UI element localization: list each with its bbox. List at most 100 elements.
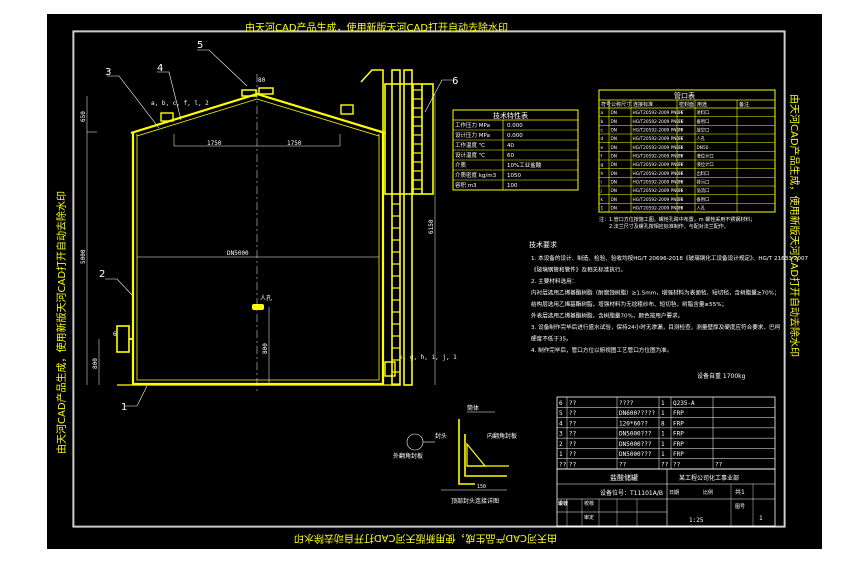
nozzle-cell: DN [611,154,618,160]
parts-cell: DN5000??? [619,441,652,448]
technical-notes: 技术要求 1. 本设备的设计、制造、检验、验收均按HG/T 20696-2018… [529,240,809,380]
nozzle-label-mid: 人孔 [260,294,272,302]
parts-cell: ?? [569,441,577,448]
parts-cell: FRP [673,441,684,448]
parts-cell: DN600????? [619,410,656,417]
nozzle-cell: HG/T20592-2009 PN0.6 [633,110,684,116]
nozzle-header: 符号 [601,101,611,108]
tb-cell: 审核 [558,500,568,507]
nozzle-cell: DN [611,136,618,142]
tb-cell: 设计 [558,500,568,507]
nozzle-cell: FF [679,154,684,160]
spec-value: 60 [507,153,514,159]
cad-drawing-canvas: 由天河CAD产品生成，使用新版天河CAD打开自动去除水印 由天河CAD产品生成，… [47,14,822,549]
nozzle-cell: 1 [601,206,604,212]
nozzle-cell: DN50 [697,145,709,151]
parts-cell: ???? [619,400,634,407]
parts-cell: DN5000??? [619,451,652,458]
watermark-top: 由天河CAD产品生成，使用新版天河CAD打开自动去除水印 [245,21,508,34]
notes-title: 技术要求 [529,240,557,249]
callout-leaders [105,49,452,407]
nozzle-cell: FF [679,128,684,134]
weight-note: 设备自重 1700kg [697,372,746,380]
parts-cell: ?? [569,431,577,438]
spec-value: 100 [507,183,518,189]
tb-cell: 比例 [703,489,713,496]
nozzle-cell: HG/T20592-2009 PN0.6 [633,206,684,212]
parts-cell: ?? [661,462,669,469]
parts-cell: FRP [673,451,684,458]
parts-cell: ?? [715,462,723,469]
callout-5: 5 [197,40,203,51]
nozzle-cell: 出料口 [697,170,710,177]
nozzle-cell: 人孔 [697,205,706,212]
dim-650: 650 [80,111,87,122]
nozzle-header: 密封面 [679,101,694,108]
note-line: 2. 主要材料选用： [531,277,577,285]
nozzle-note-2: 2.法兰尺寸及螺孔按相应标准制作，与配对法兰配作。 [609,223,729,230]
roof-joint-detail: 150 筒体 封头 内翻角封板 外翻角封板 顶部封头连接详图 [393,404,517,505]
cad-drawing: 由天河CAD产品生成，使用新版天河CAD打开自动去除水印 由天河CAD产品生成，… [55,21,809,545]
nozzle-header: 用途 [697,101,707,108]
parts-cell: ?? [569,462,577,469]
nozzle-cell: 放空口 [697,127,710,134]
nozzle-cell: a [601,111,604,116]
nozzle-cell: i [601,180,602,186]
note-line: 外表层选用乙烯基酯树脂，含树脂量70%，颜色按用户要求。 [531,312,683,320]
dim-1750-left: 1750 [207,140,222,147]
nozzle-cell: HG/T20592-2009 PN0.6 [633,171,684,177]
dim-6150: 6150 [428,219,435,234]
nozzle-cell: FF [679,119,684,125]
nozzle-cell: d [601,136,604,142]
roof-nozzle-left [160,112,174,122]
nozzle-header: 连接标准 [633,101,653,108]
parts-cell: 1 [661,451,665,458]
parts-cell: ?? [673,462,681,469]
tank-elevation: 1750 1750 80 DN5000 650 5000 800 800 615… [80,74,457,392]
parts-cell: 1 [661,441,665,448]
parts-cell: 120*60?? [619,420,648,427]
nozzle-cell: HG/T20592-2009 PN0.6 [633,136,684,142]
nozzle-cell: f [601,154,603,160]
detail-dim: 150 [477,484,486,490]
parts-cell: ?? [569,400,577,407]
spec-value: 40 [507,143,514,149]
parts-cell: ?? [559,462,567,469]
callout-4: 4 [157,63,163,74]
nozzle-cell: FF [679,145,684,151]
parts-cell: 4 [559,420,563,427]
roof-nozzle-right [340,104,354,115]
nozzle-cell: DN [611,119,618,125]
nozzle-cell: HG/T20592-2009 PN0.6 [633,188,684,194]
dim-800b: 800 [262,343,269,354]
parts-cell: FRP [673,410,684,417]
detail-caption: 顶部封头连接详图 [451,497,499,505]
parts-cell: 3 [559,431,563,438]
nozzle-cell: FF [679,206,684,212]
title-scale: 1:25 [689,517,704,524]
tb-cell: 日期 [669,490,679,496]
nozzle-cell: HG/T20592-2009 PN0.6 [633,180,684,186]
parts-cell: 8 [661,420,665,427]
tb-cell: 图号 [735,504,745,510]
dim-80: 80 [258,77,266,84]
parts-cell: 1 [559,451,563,458]
nozzle-cell: 备用口 [697,118,710,125]
top-manway [241,89,257,97]
nozzle-cell: HG/T20592-2009 PN0.6 [633,154,684,160]
nozzle-cell: DN [611,145,618,151]
nozzle-cell: FF [679,136,684,142]
callout-3: 3 [105,67,111,78]
dim-5000: 5000 [80,249,87,264]
parts-cell: 6 [559,400,563,407]
parts-cell: ?? [569,410,577,417]
watermark-left: 由天河CAD产品生成，使用新版天河CAD打开自动去除水印 [55,191,68,454]
nozzle-cell: DN [611,110,618,116]
note-line: 内衬层选用乙烯基酯树脂（耐腐蚀树脂）≥1.5mm，增强材料为表面毡、短切毡，含树… [531,289,780,297]
title-drawing-name: 盐酸储罐 [610,473,638,482]
nozzle-table-title: 管口表 [674,91,695,100]
nozzle-cell: 液位计口 [697,153,714,160]
